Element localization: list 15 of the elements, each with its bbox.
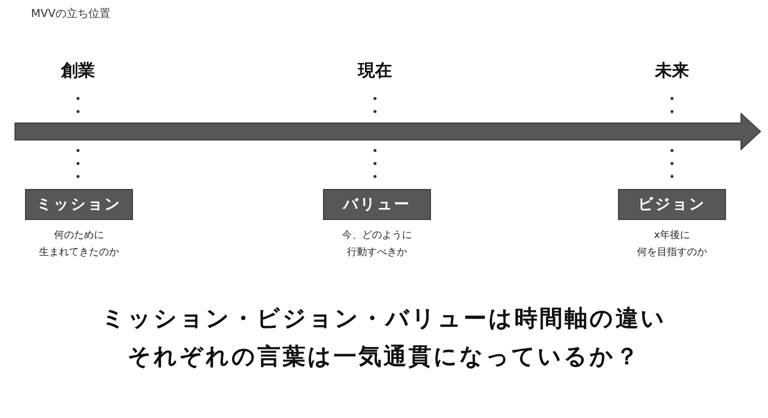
timeline-label: 現在 bbox=[358, 61, 392, 81]
caption-text: x年後に bbox=[654, 229, 690, 242]
title-text: MVVの立ち位置 bbox=[31, 7, 111, 20]
caption-text: 何を目指すのか bbox=[637, 246, 707, 259]
message-text: それぞれの言葉は一気通貫になっているか？ bbox=[128, 343, 640, 372]
category-box: ビジョン bbox=[618, 189, 726, 220]
caption-text: 行動すべきか bbox=[347, 246, 407, 259]
caption-text: 生まれてきたのか bbox=[39, 246, 119, 259]
message-text: ミッション・ビジョン・バリューは時間軸の違い bbox=[102, 305, 666, 334]
category-box: バリュー bbox=[323, 189, 431, 220]
caption-text: 今、どのように bbox=[342, 229, 412, 242]
timeline-label: 創業 bbox=[61, 61, 95, 81]
timeline-label: 未来 bbox=[655, 61, 689, 81]
category-box: ミッション bbox=[25, 189, 133, 220]
caption-text: 何のために bbox=[54, 229, 104, 242]
